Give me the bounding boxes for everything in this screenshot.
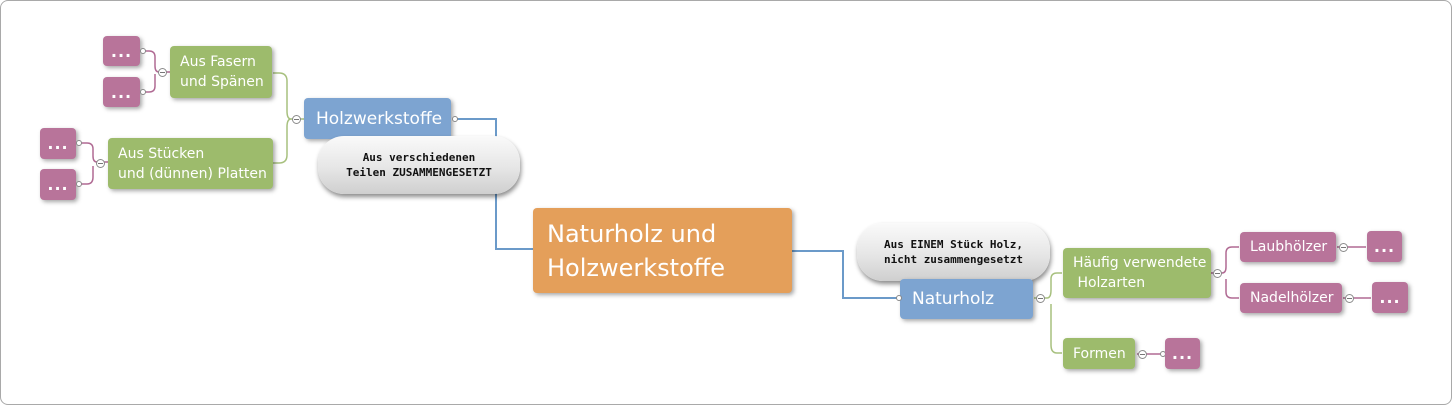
collapse-stuecken-toggle[interactable] <box>96 159 105 168</box>
subtopic-nadelhoelzer[interactable]: Nadelhölzer <box>1240 283 1342 313</box>
subtopic-formen[interactable]: Formen <box>1063 338 1135 369</box>
detail-stuecken-1-anchor <box>76 140 82 146</box>
connector-root-naturholz <box>792 250 899 299</box>
connector-fasern-dots <box>142 50 170 93</box>
collapse-naturholz-toggle[interactable] <box>1036 294 1045 303</box>
detail-fasern-1[interactable]: ... <box>103 36 140 66</box>
detail-fasern-2-anchor <box>140 89 146 95</box>
collapse-nadel-toggle[interactable] <box>1345 294 1354 303</box>
topic-holzwerkstoffe[interactable]: Holzwerkstoffe <box>304 98 451 139</box>
collapse-holzwerkstoffe-toggle[interactable] <box>292 115 301 124</box>
collapse-holzarten-toggle[interactable] <box>1213 269 1222 278</box>
subtopic-fasern-spaenen[interactable]: Aus Fasern und Spänen <box>170 46 272 98</box>
central-topic[interactable]: Naturholz und Holzwerkstoffe <box>533 208 792 293</box>
detail-fasern-2[interactable]: ... <box>103 77 140 107</box>
collapse-laub-toggle[interactable] <box>1339 243 1348 252</box>
connector-naturholz-children <box>1034 272 1062 354</box>
note-naturholz: Aus EINEM Stück Holz, nicht zusammengese… <box>857 223 1050 281</box>
topic-holzwerkstoffe-anchor <box>452 116 458 122</box>
topic-naturholz[interactable]: Naturholz <box>900 279 1033 319</box>
topic-naturholz-anchor <box>896 295 902 301</box>
note-holzwerkstoffe: Aus verschiedenen Teilen ZUSAMMENGESETZT <box>318 136 520 194</box>
connector-stuecken-dots <box>78 142 108 185</box>
collapse-fasern-toggle[interactable] <box>158 68 167 77</box>
connector-holzarten-children <box>1211 246 1239 299</box>
detail-nadel[interactable]: ... <box>1372 282 1408 313</box>
connector-holzwerkstoffe-children <box>273 72 304 164</box>
detail-laub[interactable]: ... <box>1367 231 1402 262</box>
detail-stuecken-1[interactable]: ... <box>40 128 76 159</box>
detail-formen[interactable]: ... <box>1165 338 1200 369</box>
detail-fasern-1-anchor <box>140 48 146 54</box>
subtopic-laubhoelzer[interactable]: Laubhölzer <box>1240 232 1336 262</box>
detail-stuecken-2[interactable]: ... <box>40 169 76 200</box>
subtopic-stuecken-platten[interactable]: Aus Stücken und (dünnen) Platten <box>108 138 273 189</box>
collapse-formen-toggle[interactable] <box>1138 350 1147 359</box>
subtopic-haeufige-holzarten[interactable]: Häufig verwendete Holzarten <box>1063 248 1211 298</box>
detail-stuecken-2-anchor <box>76 181 82 187</box>
